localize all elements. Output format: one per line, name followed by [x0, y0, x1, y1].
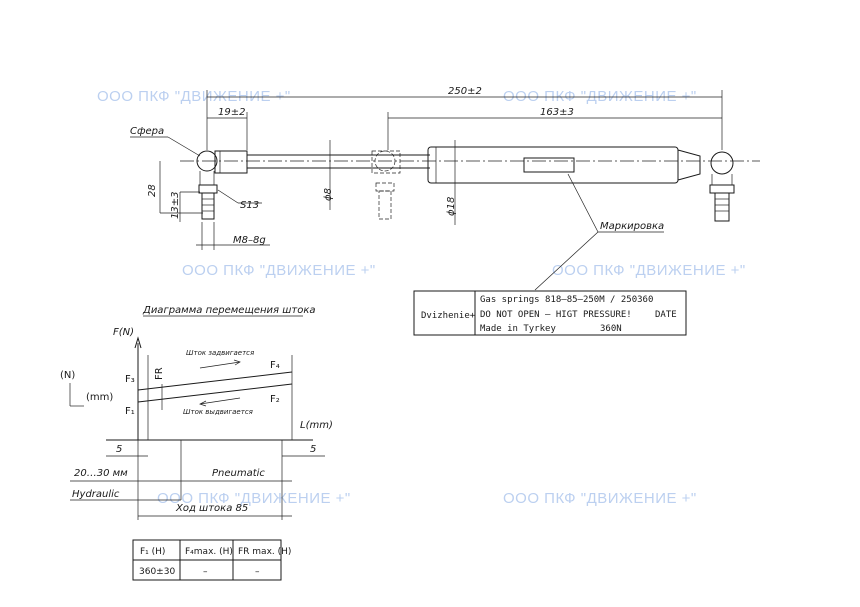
label-range: 20…30 мм — [74, 468, 128, 479]
marking-line-2: DO NOT OPEN – HIGT PRESSURE! — [480, 310, 632, 320]
marking-line-1: Gas springs 818–85–250M / 250360 — [480, 295, 653, 305]
dim-thread: M8–8g — [233, 235, 266, 246]
dim-28: 28 — [147, 184, 158, 197]
label-rod-out: Шток выдвигается — [183, 408, 253, 416]
dim-total-length: 250±2 — [448, 86, 482, 97]
label-sphere: Сфера — [130, 126, 164, 137]
force-header-f1: F₁ (H) — [140, 547, 165, 557]
watermark-5: ООО ПКФ "ДВИЖЕНИЕ +" — [157, 490, 351, 507]
marking-line-3: Made in Tyrkey — [480, 324, 556, 334]
dim-5-right: 5 — [310, 444, 316, 455]
label-rod-in: Шток задвигается — [186, 349, 254, 357]
label-f2: F₂ — [270, 394, 280, 405]
axis-y-label: F(N) — [113, 327, 134, 338]
watermark-2: ООО ПКФ "ДВИЖЕНИЕ +" — [503, 88, 697, 105]
force-header-f4: F₄max. (H) — [185, 547, 233, 557]
label-marking: Маркировка — [600, 221, 664, 232]
watermark-3: ООО ПКФ "ДВИЖЕНИЕ +" — [182, 262, 376, 279]
watermark-1: ООО ПКФ "ДВИЖЕНИЕ +" — [97, 88, 291, 105]
label-pneumatic: Pneumatic — [212, 468, 265, 479]
dim-13: 13±3 — [170, 192, 181, 219]
label-fr: FR — [154, 367, 165, 380]
watermark-4: ООО ПКФ "ДВИЖЕНИЕ +" — [552, 262, 746, 279]
extension-force-line — [137, 371, 293, 391]
label-f1: F₁ — [125, 406, 135, 417]
marking-date: DATE — [655, 310, 677, 320]
dim-body-length: 163±3 — [540, 107, 574, 118]
watermark-6: ООО ПКФ "ДВИЖЕНИЕ +" — [503, 490, 697, 507]
label-f3: F₃ — [125, 374, 135, 385]
dim-body-diameter: ϕ18 — [446, 197, 457, 216]
marking-brand: Dvizhenie+ — [421, 311, 476, 321]
force-table: F₁ (H) F₄max. (H) FR max. (H) 360±30 – – — [132, 539, 291, 581]
left-socket — [214, 150, 248, 174]
right-ball-joint — [710, 151, 734, 175]
axis-x-label: L(mm) — [300, 420, 333, 431]
force-header-fr: FR max. (H) — [238, 547, 291, 557]
label-hydraulic: Hydraulic — [72, 489, 120, 500]
dim-ball-length: 19±2 — [218, 107, 245, 118]
marking-force: 360N — [600, 324, 622, 334]
force-value-f4: – — [203, 567, 208, 577]
cylinder-body — [427, 146, 679, 184]
unit-mm: (mm) — [86, 392, 113, 403]
label-stroke: Ход штока 85 — [175, 503, 248, 514]
unit-n: (N) — [60, 370, 75, 381]
dim-rod-diameter: ϕ8 — [323, 188, 334, 201]
force-value-fr: – — [255, 567, 260, 577]
gas-spring-drawing: 250±2 163±3 19±2 Сфера 28 13±3 S13 M8–8g — [130, 86, 760, 291]
dim-s13: S13 — [240, 200, 259, 211]
marking-table: Dvizhenie+ Gas springs 818–85–250M / 250… — [413, 290, 687, 336]
dim-5-left: 5 — [116, 444, 122, 455]
label-f4: F₄ — [270, 360, 280, 371]
compression-force-line — [137, 383, 293, 403]
force-diagram: Диаграмма перемещения штока F(N) L(mm) (… — [60, 305, 333, 520]
diagram-title: Диаграмма перемещения штока — [142, 305, 316, 316]
force-value-f1: 360±30 — [139, 567, 175, 577]
marking-window — [523, 157, 575, 173]
